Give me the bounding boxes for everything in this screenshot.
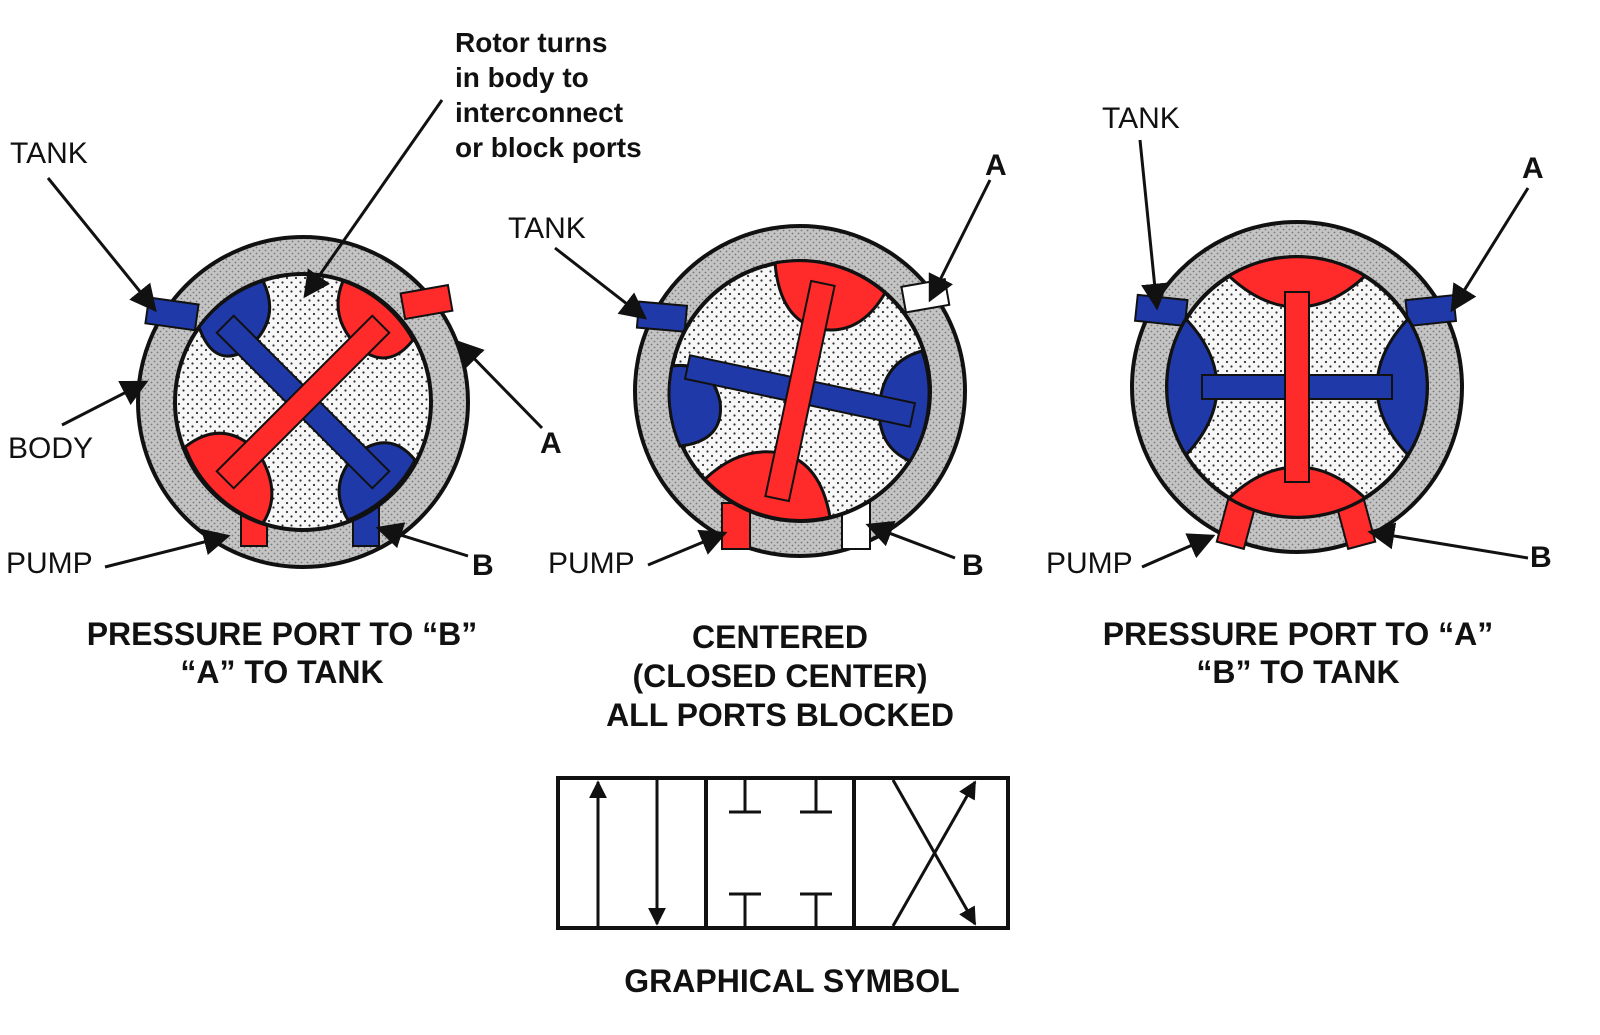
tank-port — [144, 296, 200, 332]
a-port — [399, 283, 454, 321]
label-b-right: B — [1530, 541, 1552, 574]
callout-line-3: interconnect — [455, 97, 623, 128]
symbol-cross-arrow-2 — [891, 779, 977, 926]
caption-center-line-1: CENTERED — [692, 619, 868, 655]
label-tank-center: TANK — [508, 212, 586, 245]
arrow-rotor-callout — [303, 99, 444, 299]
pressure-lobe-bottom — [1226, 465, 1368, 519]
arrow-a-left — [456, 340, 544, 430]
arrow-tank-center — [554, 246, 648, 320]
label-b-center: B — [962, 549, 984, 582]
arrow-pump-right — [1141, 533, 1216, 569]
leader-arrows — [46, 99, 1530, 569]
arrow-body-left — [61, 380, 149, 427]
pressure-lobe-top — [1226, 255, 1368, 309]
pressure-passage — [1284, 291, 1310, 483]
symbol-caption: GRAPHICAL SYMBOL — [624, 963, 959, 999]
tank-port — [1133, 293, 1189, 328]
callout-line-2: in body to — [455, 62, 589, 93]
caption-left-line-2: “A” TO TANK — [180, 654, 383, 690]
arrow-a-right — [1450, 187, 1530, 313]
callout-line-1: Rotor turns — [455, 27, 607, 58]
arrow-b-left — [375, 522, 469, 558]
arrow-b-right — [1367, 522, 1529, 560]
a-port — [1404, 294, 1458, 328]
tank-lobe-left — [1165, 316, 1219, 458]
caption-right-line-2: “B” TO TANK — [1196, 654, 1399, 690]
caption-right-line-1: PRESSURE PORT TO “A” — [1103, 616, 1494, 652]
pressure-passage — [215, 314, 391, 490]
arrow-pump-left — [104, 528, 231, 569]
pressure-passage — [764, 279, 836, 503]
graphical-symbol — [556, 776, 1010, 930]
label-tank-right: TANK — [1102, 102, 1180, 135]
arrow-b-center — [865, 520, 956, 560]
label-pump-left: PUMP — [6, 547, 93, 580]
label-a-center: A — [985, 149, 1007, 182]
caption-center: CENTERED (CLOSED CENTER) ALL PORTS BLOCK… — [606, 619, 954, 733]
caption-right: PRESSURE PORT TO “A” “B” TO TANK — [1103, 616, 1494, 690]
valve-right — [1130, 220, 1464, 554]
callout-rotor: Rotor turns in body to interconnect or b… — [455, 27, 642, 163]
arrow-a-center — [928, 179, 992, 303]
label-b-left: B — [472, 549, 494, 582]
caption-left: PRESSURE PORT TO “B” “A” TO TANK — [87, 616, 478, 690]
label-pump-center: PUMP — [548, 547, 635, 580]
valve-center — [633, 224, 967, 558]
caption-center-line-3: ALL PORTS BLOCKED — [606, 697, 954, 733]
label-a-right: A — [1522, 152, 1544, 185]
label-a-left: A — [540, 427, 562, 460]
label-body-left: BODY — [8, 432, 93, 465]
caption-left-line-1: PRESSURE PORT TO “B” — [87, 616, 478, 652]
label-pump-right: PUMP — [1046, 547, 1133, 580]
arrow-tank-left — [46, 177, 157, 313]
symbol-frame — [556, 776, 1010, 930]
valve-left — [136, 235, 470, 569]
callout-line-4: or block ports — [455, 132, 642, 163]
arrow-pump-center — [647, 529, 728, 567]
arrow-tank-right — [1138, 139, 1168, 311]
tank-lobe-right — [1375, 316, 1429, 458]
label-tank-left: TANK — [10, 137, 88, 170]
caption-center-line-2: (CLOSED CENTER) — [632, 658, 927, 694]
